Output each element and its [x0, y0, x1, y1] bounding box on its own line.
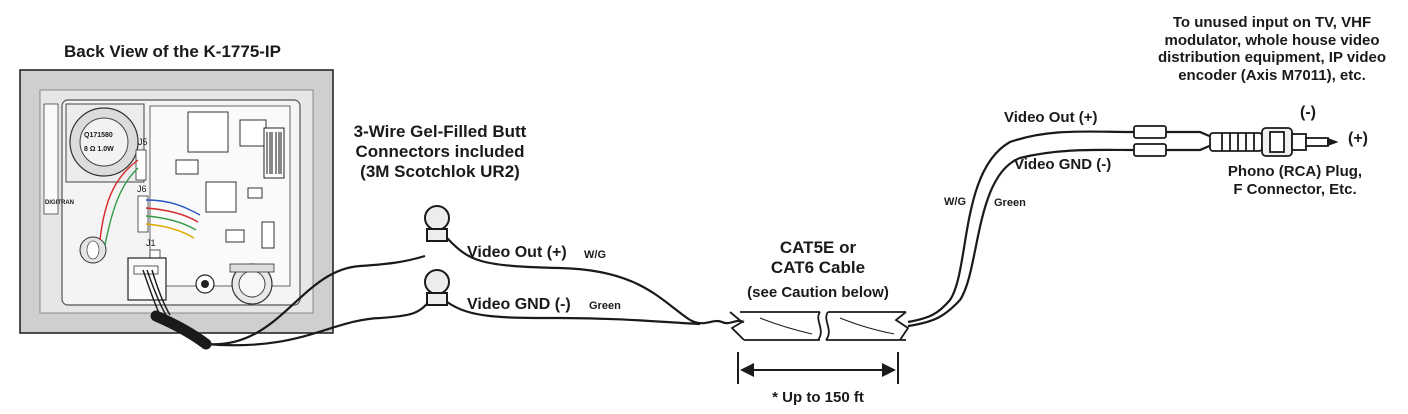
left-video-out-color: W/G [584, 249, 606, 261]
cable-caution-label: (see Caution below) [747, 284, 889, 301]
plug-minus-label: (-) [1300, 104, 1316, 121]
right-video-gnd-label: Video GND (-) [1014, 156, 1112, 173]
wire-bundle-sleeve [150, 310, 212, 350]
speaker-model-mark: Q171580 [84, 132, 113, 139]
pcb-mark-j1: J1 [146, 238, 156, 248]
cable-type-line2: CAT6 Cable [770, 257, 866, 277]
device-title: Back View of the K-1775-IP [64, 42, 281, 61]
plug-type-line1: Phono (RCA) Plug, [1227, 163, 1363, 180]
plug-type-label: Phono (RCA) Plug, F Connector, Etc. [1208, 163, 1382, 198]
intercom-back-panel [19, 69, 334, 334]
destination-line2: modulator, whole house video [1164, 31, 1380, 49]
right-video-out-label: Video Out (+) [1004, 109, 1098, 126]
speaker-markings: Q171580 8 Ω 1.0W [84, 129, 114, 157]
left-video-out-label: Video Out (+) [467, 244, 567, 261]
rca-plug [1209, 127, 1339, 157]
butt-connectors-label-line2: Connectors included [355, 141, 525, 161]
cable-length-label: * Up to 150 ft [772, 389, 864, 406]
right-wg-label: W/G [944, 196, 966, 208]
butt-connectors-label: 3-Wire Gel-Filled Butt Connectors includ… [336, 122, 544, 182]
splice-sleeve-bottom [1133, 143, 1167, 157]
right-green-label: Green [994, 197, 1026, 209]
length-dimension-arrow [737, 352, 899, 384]
plug-type-line2: F Connector, Etc. [1233, 180, 1357, 198]
destination-line4: encoder (Axis M7011), etc. [1178, 66, 1366, 84]
left-video-gnd-label: Video GND (-) [467, 296, 571, 313]
speaker-rating-mark: 8 Ω 1.0W [84, 146, 114, 153]
pcb-mark-brand: DIGITRAN [45, 200, 74, 206]
cat5e-cable [729, 311, 910, 341]
destination-line3: distribution equipment, IP video [1157, 49, 1387, 67]
plug-plus-label: (+) [1348, 130, 1368, 147]
cable-pair-wires-left [446, 237, 745, 326]
cable-type-label: CAT5E or CAT6 Cable [728, 238, 908, 278]
butt-connectors-label-line3: (3M Scotchlok UR2) [360, 161, 520, 181]
left-video-gnd-color: Green [589, 300, 621, 312]
pcb-mark-j5: J5 [138, 137, 148, 147]
butt-connectors-label-line1: 3-Wire Gel-Filled Butt [353, 122, 527, 141]
pcb-mark-j6: J6 [137, 184, 147, 194]
destination-label: To unused input on TV, VHF modulator, wh… [1132, 14, 1408, 84]
splice-sleeve-top [1133, 125, 1167, 139]
cable-type-line1: CAT5E or [779, 238, 857, 257]
butt-connector-top [424, 205, 450, 242]
butt-connector-bottom [424, 269, 450, 306]
device-output-wires [205, 254, 431, 347]
destination-line1: To unused input on TV, VHF [1172, 14, 1372, 31]
